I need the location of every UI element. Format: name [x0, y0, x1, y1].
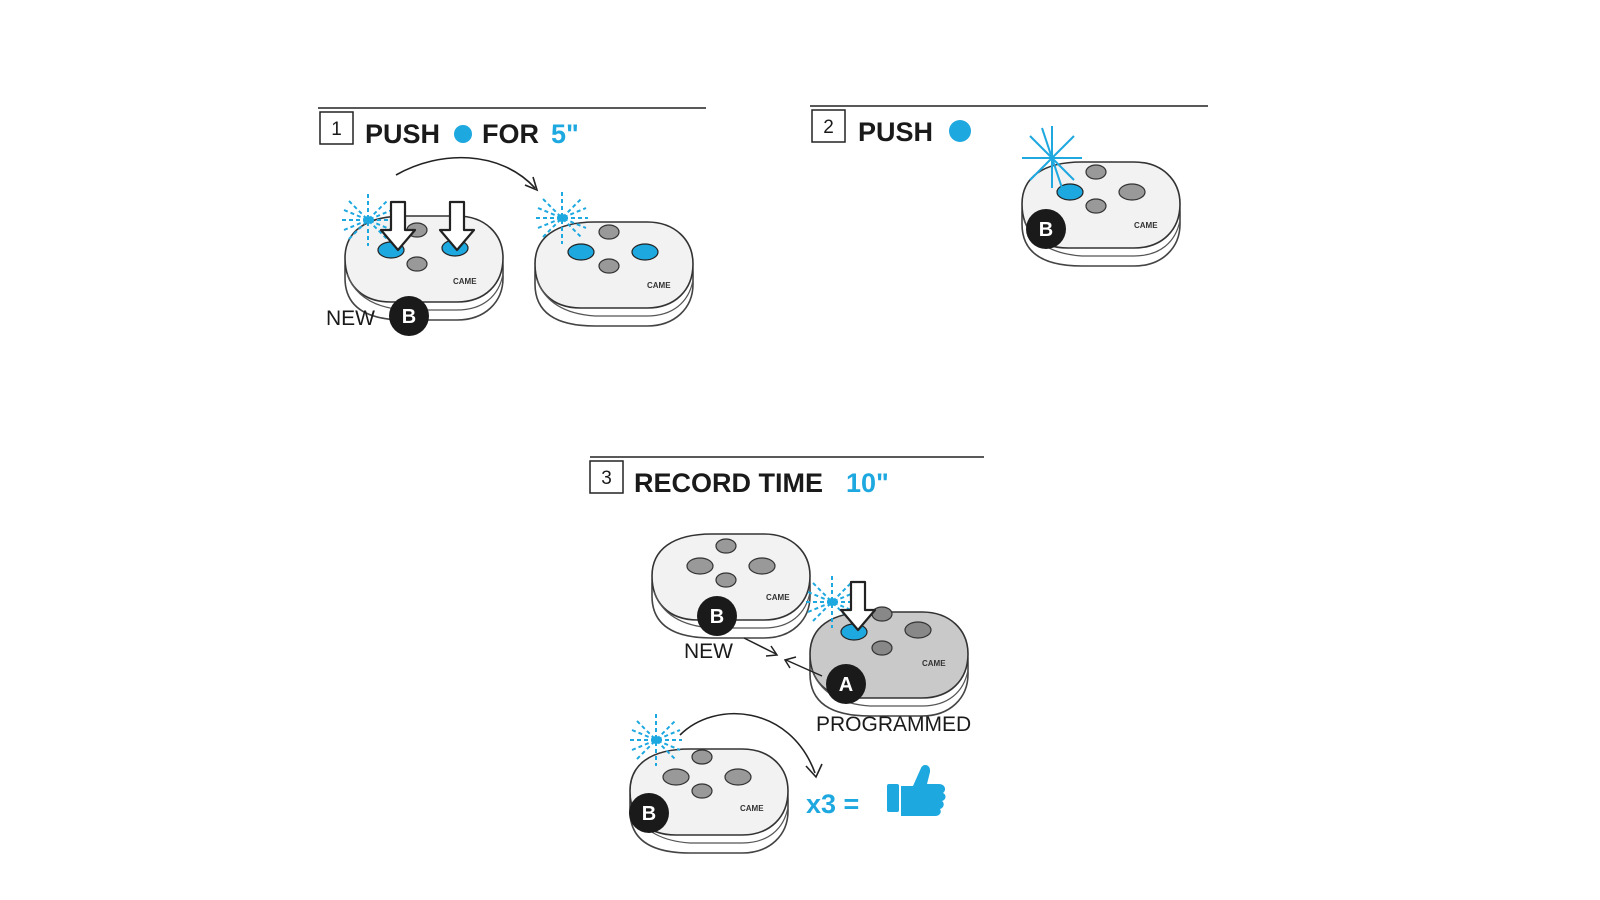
- flash-icon: [1021, 125, 1083, 189]
- remote-logo: CAME: [740, 804, 764, 813]
- remote-button-3: [715, 572, 737, 588]
- step-1-number-box: [319, 111, 354, 145]
- remote-logo: CAME: [922, 659, 946, 668]
- step-2-number: 2: [823, 117, 834, 138]
- remote-step-2: CAME: [1021, 161, 1181, 267]
- remote-button-3: [406, 256, 428, 272]
- remote-button-4: [904, 621, 932, 639]
- arrowhead-icon: [805, 763, 823, 779]
- badge-b: [697, 596, 737, 636]
- remote-button-4: [1118, 183, 1146, 201]
- thumbs-up-icon: [887, 764, 946, 816]
- step-1-title-for: FOR: [482, 119, 539, 149]
- remote-logo: CAME: [766, 593, 790, 602]
- caption-new: NEW: [326, 307, 375, 330]
- remote-button-1: [1056, 183, 1084, 201]
- badge-b-letter: B: [402, 306, 416, 328]
- remote-button-1: [662, 768, 690, 786]
- remote-result: CAME: [534, 221, 694, 327]
- remote-logo: CAME: [647, 281, 671, 290]
- blue-button-icon: [454, 125, 472, 143]
- step-3: 3 RECORD TIME 10" CAME B NEW CAME A PROG…: [589, 456, 984, 854]
- flash-icon: [535, 191, 589, 245]
- flash-icon: [341, 193, 395, 247]
- badge-a-letter: A: [839, 674, 853, 696]
- remote-logo: CAME: [1134, 221, 1158, 230]
- step-2: 2 PUSH CAME B: [810, 105, 1208, 267]
- repeat-count: x3 =: [806, 789, 859, 819]
- badge-b: [629, 793, 669, 833]
- remote-button-3: [598, 258, 620, 274]
- remote-button-2: [598, 224, 620, 240]
- step-1-number: 1: [331, 119, 342, 140]
- caption-new: NEW: [684, 640, 733, 663]
- remote-button-3: [1085, 198, 1107, 214]
- remote-button-4: [724, 768, 752, 786]
- caption-programmed: PROGRAMMED: [816, 713, 971, 736]
- badge-b: [1026, 209, 1066, 249]
- remote-new-b: CAME: [651, 533, 811, 639]
- transition-arrow: [395, 156, 536, 189]
- remote-button-3: [691, 783, 713, 799]
- step-1: 1 PUSH FOR 5" CAME B NEW CAME: [318, 107, 706, 336]
- step-3-number: 3: [601, 468, 612, 489]
- remote-button-2: [715, 538, 737, 554]
- badge-b-letter: B: [642, 803, 656, 825]
- result-arrow: [679, 712, 816, 774]
- step-3-title: RECORD TIME: [634, 468, 823, 498]
- step-2-number-box: [811, 109, 846, 143]
- step-1-title-time: 5": [551, 119, 579, 149]
- arrowhead-icon: [524, 176, 539, 192]
- badge-b: [389, 296, 429, 336]
- approach-arrows: [743, 637, 823, 677]
- step-3-number-box: [589, 460, 624, 494]
- remote-button-1: [686, 557, 714, 575]
- badge-b-letter: B: [1039, 219, 1053, 241]
- remote-final-b: CAME: [629, 748, 789, 854]
- blue-button-icon: [949, 120, 971, 142]
- remote-button-3: [871, 640, 893, 656]
- remote-button-2: [691, 749, 713, 765]
- step-2-title-push: PUSH: [858, 117, 933, 147]
- remote-button-1: [567, 243, 595, 261]
- remote-button-4: [748, 557, 776, 575]
- step-1-title-push: PUSH: [365, 119, 440, 149]
- badge-b-letter: B: [710, 606, 724, 628]
- step-3-title-time: 10": [846, 468, 889, 498]
- remote-button-4: [631, 243, 659, 261]
- remote-button-2: [1085, 164, 1107, 180]
- remote-logo: CAME: [453, 277, 477, 286]
- badge-a: [826, 664, 866, 704]
- flash-icon: [629, 713, 683, 767]
